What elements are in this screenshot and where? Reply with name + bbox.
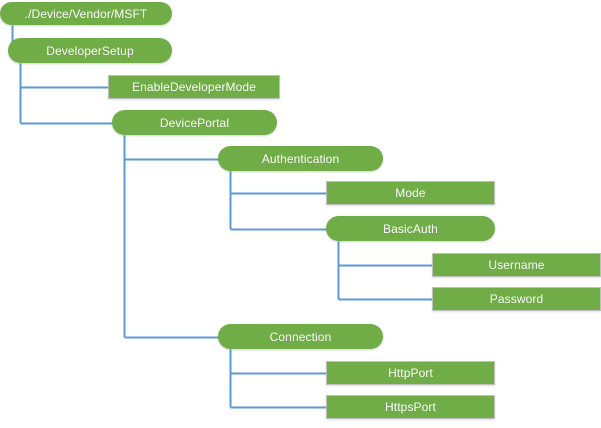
node-label: DevicePortal bbox=[159, 115, 230, 130]
node-mode[interactable]: Mode bbox=[326, 181, 495, 205]
node-label: Username bbox=[488, 258, 545, 272]
node-connection[interactable]: Connection bbox=[218, 324, 383, 349]
node-label: Authentication bbox=[261, 151, 340, 166]
node-password[interactable]: Password bbox=[432, 287, 601, 311]
node-label: HttpsPort bbox=[385, 400, 436, 414]
node-httpport[interactable]: HttpPort bbox=[326, 361, 495, 385]
node-enabledevelopermode[interactable]: EnableDeveloperMode bbox=[108, 75, 280, 99]
node-label: ./Device/Vendor/MSFT bbox=[24, 6, 148, 21]
node-username[interactable]: Username bbox=[432, 253, 601, 277]
node-label: DeveloperSetup bbox=[46, 43, 134, 58]
node-deviceportal[interactable]: DevicePortal bbox=[112, 110, 277, 135]
node-authentication[interactable]: Authentication bbox=[218, 146, 383, 171]
node-label: HttpPort bbox=[388, 366, 433, 380]
node-label: BasicAuth bbox=[383, 221, 438, 236]
node-label: Mode bbox=[395, 186, 426, 200]
node-device-vendor-msft[interactable]: ./Device/Vendor/MSFT bbox=[0, 2, 172, 25]
node-label: Password bbox=[489, 292, 544, 306]
node-basicauth[interactable]: BasicAuth bbox=[326, 216, 495, 241]
node-httpsport[interactable]: HttpsPort bbox=[326, 395, 495, 419]
node-label: Connection bbox=[269, 329, 332, 344]
node-label: EnableDeveloperMode bbox=[132, 80, 256, 94]
node-developersetup[interactable]: DeveloperSetup bbox=[8, 38, 172, 63]
